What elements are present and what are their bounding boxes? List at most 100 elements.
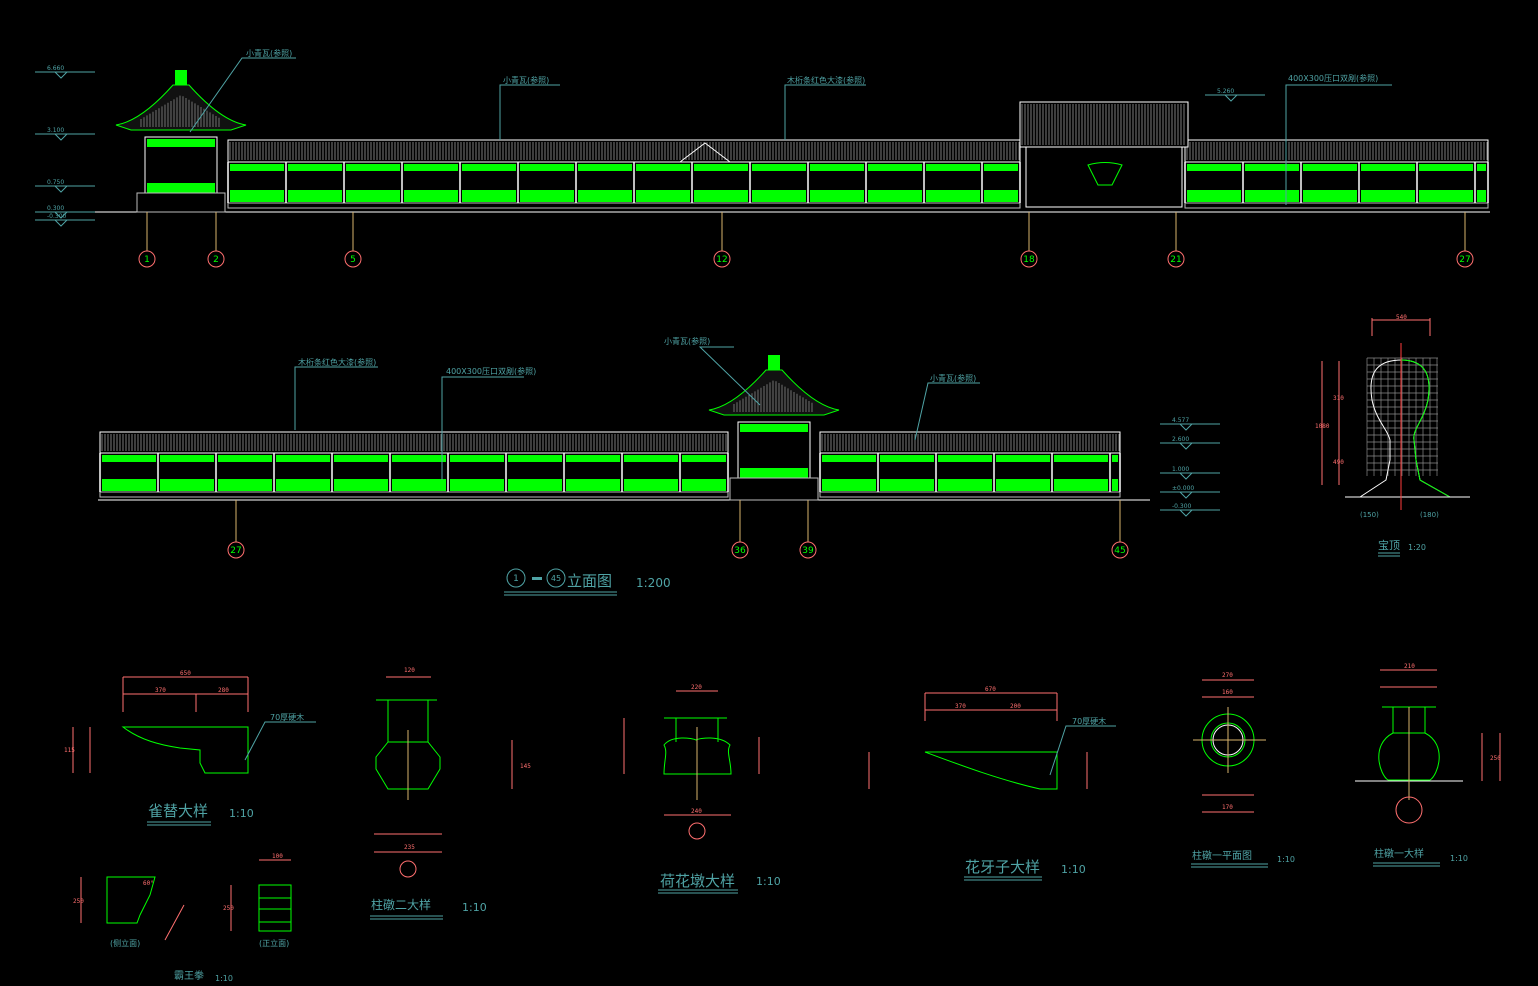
level-value: 6.660: [47, 65, 64, 72]
axis-from: 1: [513, 574, 519, 584]
level-mark: [35, 219, 95, 227]
level-value: 3.100: [47, 127, 64, 134]
hanging-fascia: [276, 455, 330, 462]
top-leader-labels: [189, 57, 1392, 480]
hanging-fascia: [624, 455, 678, 462]
dim: 1080: [1315, 423, 1330, 430]
level-mark: [1160, 509, 1220, 517]
corridor-roof: [1184, 139, 1489, 163]
level-mark: [35, 185, 95, 193]
hanging-fascia: [1187, 164, 1241, 171]
leader-label: 小青瓦(参照): [930, 373, 976, 383]
hanging-fascia: [938, 455, 992, 462]
railing: [810, 190, 864, 202]
detail-hehuadun: 220 240 荷花墩大样 1:10: [623, 684, 781, 894]
leader-label: 木桁条红色大漆(参照): [787, 75, 865, 85]
plinth: [1184, 202, 1489, 209]
dim: 250: [223, 905, 234, 912]
detail-scale: 1:10: [229, 807, 254, 820]
pavilion-roof: [708, 369, 840, 416]
axis-bubble: [713, 250, 731, 268]
detail-queti: 70厚硬木 650 370 280 115 雀替大样 1:10: [64, 670, 316, 826]
level-value: ±0.000: [1172, 485, 1194, 492]
railing: [1187, 190, 1241, 202]
axis-label: 36: [734, 546, 746, 556]
axis-label: 2: [213, 255, 219, 265]
axis-label: 45: [1114, 546, 1125, 556]
leader-label: 400X300压口双剐(参照): [1288, 73, 1378, 83]
axis-bubble: [1020, 250, 1038, 268]
detail-scale: 1:10: [1061, 863, 1086, 876]
pavilion-fascia: [147, 139, 215, 147]
level-value: 5.260: [1217, 88, 1234, 95]
hanging-fascia: [1112, 455, 1118, 462]
hanging-fascia: [682, 455, 726, 462]
dim: 670: [985, 686, 996, 693]
dim: 200: [1010, 703, 1021, 710]
axis-bubble: [1111, 541, 1129, 559]
plinth: [99, 491, 729, 498]
baoding-finial: [175, 70, 187, 85]
hanging-fascia: [822, 455, 876, 462]
hanging-fascia: [1361, 164, 1415, 171]
baoding-detail: 540 1080 310 490 (150) (180) 宝顶 1:20: [1315, 314, 1470, 557]
railing: [392, 479, 446, 491]
level-mark: [1160, 423, 1220, 431]
detail-zhudun1: 210 250 柱礅一大样 1:10: [1355, 663, 1501, 867]
corridor-roof: [227, 139, 1021, 163]
dim: 370: [155, 687, 166, 694]
level-mark: [1160, 491, 1220, 499]
plinth: [227, 202, 1021, 209]
dim: 240: [691, 808, 702, 815]
dim: 250: [73, 898, 84, 905]
dim: 540: [1396, 314, 1407, 321]
detail-zhudun2: 120 235 145 柱礅二大样 1:10: [370, 667, 531, 920]
railing: [880, 479, 934, 491]
detail-scale: 1:10: [1450, 854, 1468, 863]
hanging-fascia: [160, 455, 214, 462]
railing: [624, 479, 678, 491]
dim: 115: [64, 747, 75, 754]
dim: 280: [218, 687, 229, 694]
hanging-fascia: [868, 164, 922, 171]
hanging-fascia: [996, 455, 1050, 462]
axis-bubble: [731, 541, 749, 559]
level-mark: [35, 71, 95, 79]
railing: [682, 479, 726, 491]
railing: [1361, 190, 1415, 202]
railing: [508, 479, 562, 491]
dim: 270: [1222, 672, 1233, 679]
leader-label: 小青瓦(参照): [246, 48, 292, 58]
detail-title: 柱礅二大样: [371, 897, 431, 912]
hanging-fascia: [880, 455, 934, 462]
railing: [230, 190, 284, 202]
dim: 160: [1222, 689, 1233, 696]
dim: (180): [1420, 511, 1439, 519]
railing: [566, 479, 620, 491]
detail-scale: 1:10: [215, 974, 233, 983]
detail-title: 雀替大样: [148, 802, 208, 820]
hanging-fascia: [566, 455, 620, 462]
leader-label: 小青瓦(参照): [503, 75, 549, 85]
level-value: 0.300: [47, 205, 64, 212]
hanging-fascia: [288, 164, 342, 171]
dim: 650: [180, 670, 191, 677]
railing: [996, 479, 1050, 491]
level-mark: [1205, 94, 1265, 102]
detail-scale: 1:10: [462, 901, 487, 914]
hanging-fascia: [752, 164, 806, 171]
railing: [346, 190, 400, 202]
dim: 235: [404, 844, 415, 851]
hanging-fascia: [1054, 455, 1108, 462]
railing: [752, 190, 806, 202]
detail-title: 柱礅一大样: [1374, 847, 1424, 860]
hanging-fascia: [346, 164, 400, 171]
dim: 60°: [143, 880, 154, 887]
detail-scale: 1:10: [1277, 855, 1295, 864]
detail-zhudun1-plan: 270 160 170 柱礅一平面图 1:10: [1191, 672, 1295, 868]
railing: [984, 190, 1018, 202]
view-label: (正立面): [259, 938, 289, 948]
hanging-fascia: [636, 164, 690, 171]
